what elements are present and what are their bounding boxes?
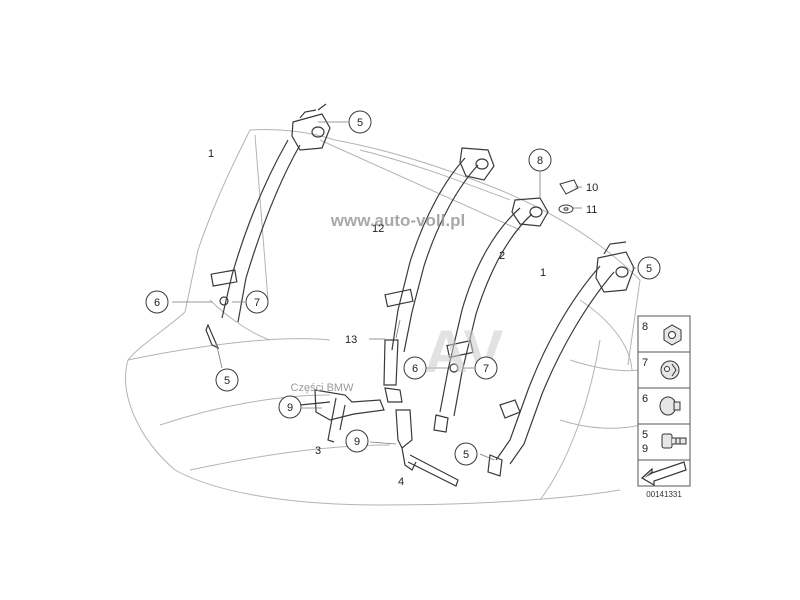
callout-1-right: 1 [540,267,546,279]
callout-1-left: 1 [208,148,214,160]
callout-12: 12 [372,223,384,235]
callout-9-left: 9 [278,395,302,419]
circled-callouts: 5 8 5 6 7 5 6 7 [145,110,661,466]
callout-5-mid-label: 5 [463,449,469,461]
bolt-icon [661,433,687,449]
legend-row-7-label: 7 [642,357,648,369]
nut-icon [663,324,682,346]
callout-4: 4 [398,476,404,488]
fastener-legend: 8 7 6 5 9 [637,315,691,487]
callout-5-mid: 5 [454,442,478,466]
callout-10: 10 [586,182,598,194]
legend-row-6-label: 6 [642,393,648,405]
callout-9-mid-label: 9 [354,436,360,448]
seat-belt-right-outer [487,241,635,477]
leader-lines [172,121,636,461]
callout-5-left-label: 5 [224,375,230,387]
seat-belt-left-outer [205,103,331,350]
callout-6-left-label: 6 [154,297,160,309]
arrow-icon [640,461,687,487]
callout-7-left-label: 7 [254,297,260,309]
legend-row-5-label: 5 [642,429,648,441]
clip-part-10 [559,179,579,195]
watermark-site: www.auto-voll.pl [330,211,465,230]
callout-7-mid-label: 7 [483,363,489,375]
callout-3: 3 [315,445,321,457]
seat-belt-right-inner [433,197,549,433]
callout-5-top: 5 [348,110,372,134]
legend-row-8-label: 8 [642,321,648,333]
rear-seat-outline [125,129,641,506]
callout-8-label: 8 [537,155,543,167]
callout-7-left: 7 [245,290,269,314]
callout-5-right: 5 [637,256,661,280]
callout-5-left: 5 [215,368,239,392]
callout-13: 13 [345,334,357,346]
callout-6-left: 6 [145,290,169,314]
callout-9-left-label: 9 [287,402,293,414]
plug-cap-icon [659,396,681,416]
callout-5-top-label: 5 [357,117,363,129]
washer-part-11 [558,204,574,214]
callout-7-mid: 7 [474,356,498,380]
callout-6-mid-label: 6 [412,363,418,375]
diagram-id: 00141331 [646,490,682,499]
callout-6-mid: 6 [403,356,427,380]
watermark-parts: Części BMW [291,382,355,394]
callout-8: 8 [528,148,552,172]
callout-9-mid: 9 [345,429,369,453]
plain-callouts: 1 12 10 11 2 1 13 3 4 [208,148,598,488]
legend-row-9-label: 9 [642,443,648,455]
callout-5-right-label: 5 [646,263,652,275]
seat-belt-centre [383,147,495,403]
clip-nut-icon [660,360,680,380]
callout-11: 11 [586,204,597,216]
callout-2: 2 [499,250,505,262]
buckle-assemblies [299,389,459,487]
